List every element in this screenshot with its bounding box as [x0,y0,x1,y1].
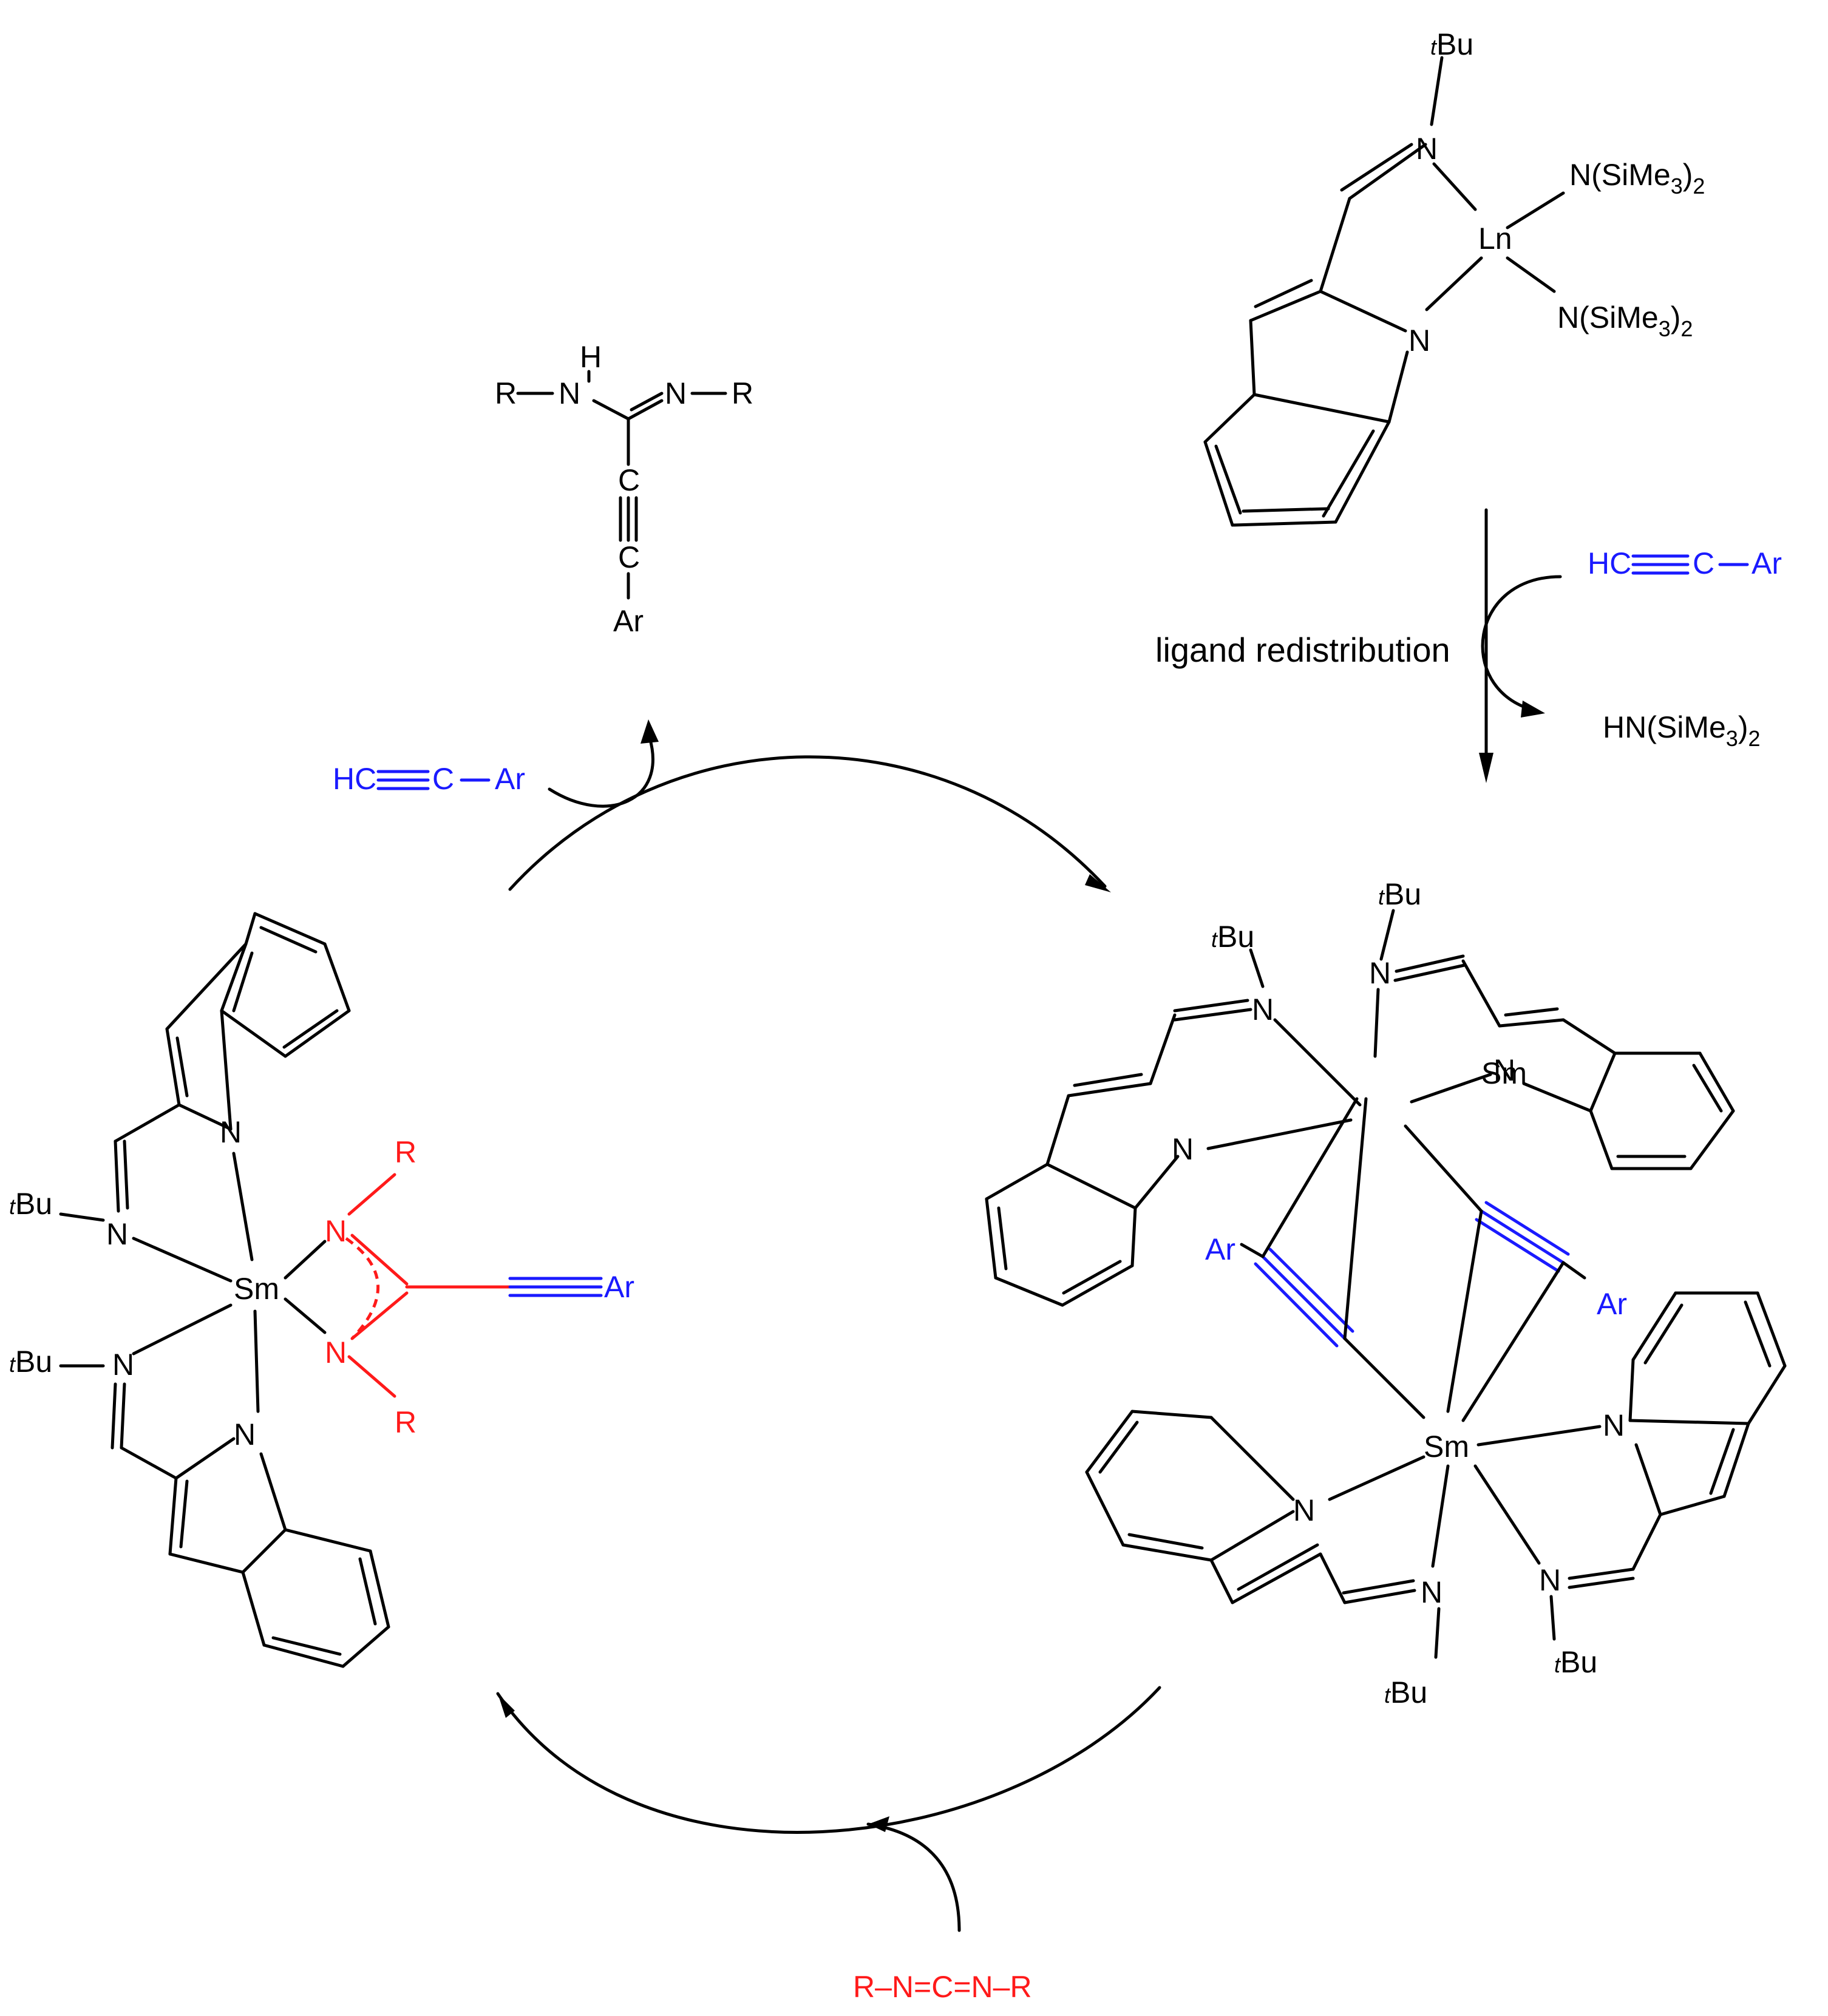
nsime3-text: N(SiMe [1569,158,1671,192]
curved-arrowhead [1521,701,1545,718]
tbu-label: tBu [9,1345,52,1379]
subscript-3: 3 [1726,726,1738,751]
bu-text: Bu [1384,877,1421,911]
nh-label: N [559,376,580,410]
product-release-arrowhead [640,719,659,744]
r-label-right: R [732,376,753,410]
imine-n-label: N [1252,993,1274,1027]
bu-text: Bu [1560,1645,1597,1679]
r-label-lower: R [395,1405,416,1439]
ar-label-product: Ar [613,604,644,638]
subscript-2: 2 [1693,174,1705,199]
tbu-label: tBu [1211,920,1254,954]
subscript-3: 3 [1671,174,1683,199]
nsime3-lower: N(SiMe3)2 [1557,300,1693,341]
superscript-t: t [9,1352,16,1377]
indole-n-label: N [1603,1408,1625,1442]
ar-label-bridge-left: Ar [1205,1232,1235,1266]
samarium-alkynide-dimer: tBu tBu N N Sm N N [985,877,1787,1709]
superscript-t: t [1378,884,1385,909]
hnsime3-label: HN(SiMe3)2 [1603,710,1761,751]
propiolamidine-product: H R N N R C C Ar [495,340,753,638]
close-paren: ) [1671,300,1681,334]
amidinate-n-lower: N [325,1336,347,1369]
sm-label-left: Sm [234,1272,279,1306]
imine-n-label: N [1421,1575,1442,1609]
superscript-t: t [1211,927,1218,952]
bu-text: Bu [15,1345,52,1379]
c-label-right: C [1693,546,1714,580]
nsime3-upper: N(SiMe3)2 [1569,158,1705,199]
ar-label-amidinate: Ar [604,1270,634,1304]
imine-n-label: N [112,1348,134,1382]
subscript-2: 2 [1748,726,1760,751]
superscript-t: t [9,1194,16,1219]
close-paren: ) [1738,710,1748,744]
sm-label-lower: Sm [1424,1430,1469,1464]
subscript-2: 2 [1680,316,1693,341]
superscript-t: t [1430,35,1438,59]
tbu-label: tBu [1378,877,1421,911]
c-label-upper: C [618,463,640,497]
ar-label-left: Ar [495,762,525,796]
tbu-label: tBu [1384,1675,1427,1709]
h-label: H [580,340,602,374]
bu-text: Bu [15,1187,52,1221]
c-label-lower: C [618,540,640,574]
top-cycle-arrow: HC C Ar [333,719,1111,892]
indole-n-label: N [234,1417,256,1451]
imine-n-label: N [106,1217,128,1251]
subscript-3: 3 [1659,316,1671,341]
bottom-cycle-arrow: R–N=C=N–R [496,1686,1161,2004]
r-label-left: R [495,376,517,410]
superscript-t: t [1384,1683,1391,1708]
indole-n-label: N [1493,1053,1515,1087]
samarium-amidinate-complex: N N tBu Sm N tBu N N N R [9,912,634,1668]
cycle-arrowhead-top [1085,874,1111,892]
indole-n-label: N [1293,1493,1315,1527]
down-arrowhead [1479,753,1493,783]
amidinate-n-upper: N [325,1214,347,1248]
ar-label-right: Ar [1752,546,1782,580]
delocalized-bond [345,1237,380,1340]
close-paren: ) [1683,158,1693,192]
sm-label-upper: Sm [1481,1056,1527,1090]
hnsime3-text: HN(SiMe [1603,710,1726,744]
bu-text: Bu [1390,1675,1427,1709]
superscript-t: t [1554,1652,1561,1677]
cycle-arrowhead-bottom [498,1694,515,1718]
nsime3-text: N(SiMe [1557,300,1659,334]
insertion-arrowhead [868,1816,889,1832]
imine-n-label: N [1369,956,1391,990]
bu-text: Bu [1436,27,1473,61]
hc-label-left: HC [333,762,376,796]
indole-n-label: N [220,1115,242,1149]
tbu-label: tBu [9,1187,52,1221]
c-label-left: C [432,762,454,796]
ar-label-bridge-right: Ar [1597,1287,1627,1321]
ligand-redistribution-label: ligand redistribution [1155,631,1450,669]
ln-metal-label: Ln [1478,222,1512,256]
carbodiimide-label: R–N=C=N–R [853,1970,1032,2004]
imine-n-label: N [665,376,687,410]
tbu-label: tBu [1554,1645,1597,1679]
precatalyst-ln-complex: tBu N Ln N N(SiMe3)2 N(SiMe3)2 [1203,27,1705,527]
ligand-redistribution-step: ligand redistribution HC C Ar HN(SiMe3)2 [1155,508,1782,783]
imine-n-label: N [1539,1563,1561,1597]
indole-n-label: N [1408,324,1430,358]
bu-text: Bu [1217,920,1254,954]
r-label-upper: R [395,1135,416,1169]
imine-n-label: N [1416,132,1438,166]
tbu-label: tBu [1430,27,1473,61]
hc-label-right: HC [1588,546,1631,580]
